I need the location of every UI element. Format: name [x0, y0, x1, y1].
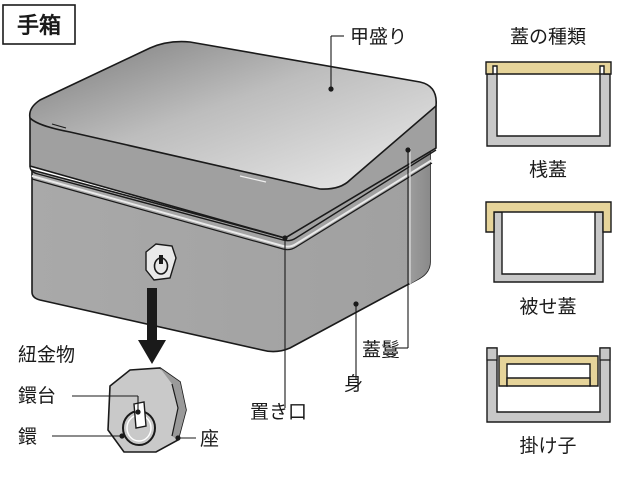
label-lid-type-1: 桟蓋 — [529, 159, 567, 181]
title-box: 手箱 — [2, 4, 76, 45]
down-arrow — [138, 288, 166, 364]
seam-line-2 — [31, 162, 433, 251]
box-fitting — [145, 243, 177, 281]
seam-line-highlight — [31, 159, 433, 248]
label-seat: 座 — [200, 428, 219, 450]
label-ring: 鐶 — [18, 426, 37, 448]
label-lid-top: 甲盛り — [350, 26, 407, 48]
label-placement: 置き口 — [250, 401, 307, 423]
lid-type-2-diagram — [485, 201, 612, 283]
box-illustration — [28, 40, 437, 353]
lid-top — [28, 40, 437, 190]
label-fittings: 紐金物 — [18, 344, 75, 366]
lid-type-1-diagram — [485, 61, 612, 147]
box-body-side — [410, 148, 430, 284]
leader-lines — [52, 35, 411, 441]
lid-highlight-2 — [239, 175, 267, 183]
label-ring-base: 鐶台 — [18, 385, 56, 407]
seam-line-1 — [29, 149, 437, 242]
lid-highlight — [51, 123, 67, 129]
label-lid-type-2: 被せ蓋 — [519, 296, 576, 318]
label-lid-type-3: 掛け子 — [519, 435, 576, 457]
fitting-detail — [107, 367, 187, 453]
lid-type-3-diagram — [486, 347, 611, 423]
label-body: 身 — [344, 373, 363, 395]
label-lid-rim: 蓋鬘 — [362, 338, 400, 361]
lid-types-heading: 蓋の種類 — [510, 26, 586, 48]
title-text: 手箱 — [17, 13, 61, 39]
